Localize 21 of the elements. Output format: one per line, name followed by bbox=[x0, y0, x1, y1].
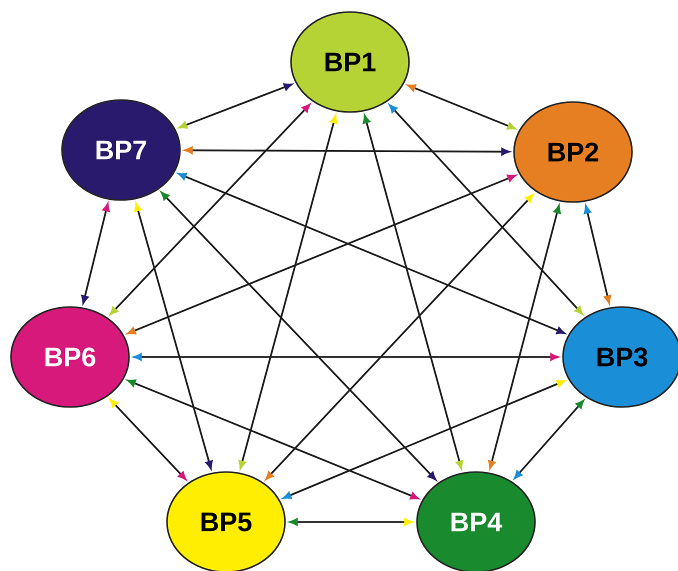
arrow bbox=[289, 518, 413, 526]
arrow bbox=[265, 194, 534, 480]
arrow bbox=[160, 192, 436, 480]
arrow bbox=[362, 114, 464, 470]
arrow bbox=[184, 146, 510, 156]
arrow bbox=[178, 172, 566, 334]
arrow bbox=[514, 400, 584, 479]
arrow bbox=[110, 398, 186, 480]
arrow bbox=[282, 380, 566, 499]
arrow bbox=[133, 353, 559, 361]
arrow bbox=[81, 203, 110, 304]
arrow bbox=[407, 84, 516, 130]
arrow bbox=[388, 104, 584, 315]
arrow bbox=[127, 380, 419, 500]
arrow bbox=[238, 114, 338, 470]
arrow bbox=[134, 202, 213, 470]
arrow bbox=[178, 83, 292, 129]
arrow bbox=[127, 174, 516, 334]
arrow bbox=[584, 205, 612, 304]
arrow bbox=[110, 104, 310, 316]
arrow bbox=[488, 204, 561, 470]
